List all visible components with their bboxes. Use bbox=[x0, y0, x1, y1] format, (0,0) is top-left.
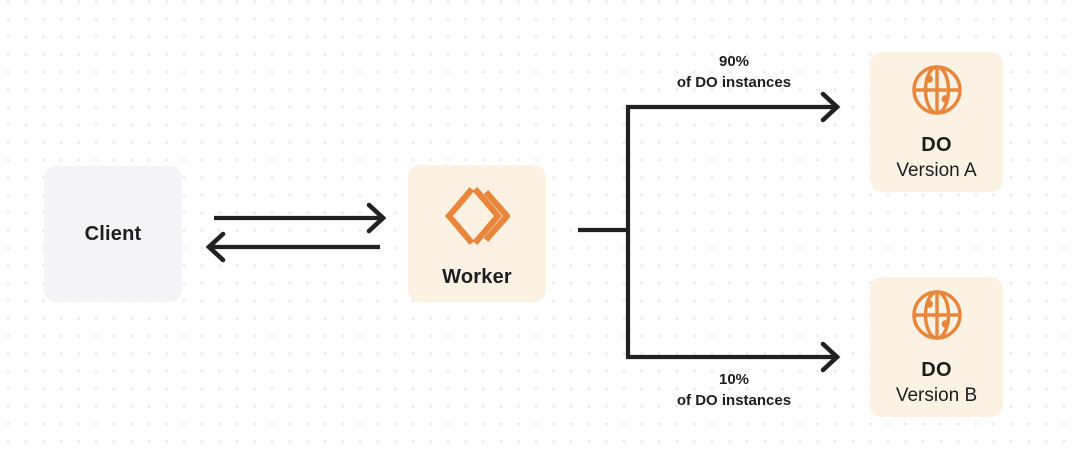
globe-icon bbox=[908, 61, 966, 119]
edge-label-do-b-description: of DO instances bbox=[676, 391, 792, 409]
right-arrow-icon bbox=[820, 91, 841, 123]
edge-client-to-worker bbox=[214, 202, 387, 234]
node-do-version-b[interactable]: DO Version B bbox=[870, 277, 1003, 417]
node-do-version-a[interactable]: DO Version A bbox=[870, 52, 1003, 192]
cloudflare-workers-logo-icon bbox=[444, 183, 512, 249]
edge-label-do-a-percent: 90% bbox=[718, 53, 750, 70]
edge-worker-to-do-a bbox=[626, 91, 841, 123]
node-client-label: Client bbox=[84, 222, 142, 245]
right-arrow-icon bbox=[820, 341, 841, 373]
node-do-b-label: DO bbox=[921, 358, 952, 381]
edge-label-do-a: 90% of DO instances bbox=[628, 52, 840, 93]
edge-worker-to-client bbox=[205, 231, 380, 263]
node-worker-label: Worker bbox=[442, 266, 512, 288]
node-client[interactable]: Client bbox=[44, 166, 182, 302]
edge-worker-to-do-b bbox=[626, 341, 841, 373]
globe-icon bbox=[908, 286, 966, 344]
edge-label-do-a-description: of DO instances bbox=[676, 73, 792, 91]
right-arrow-icon bbox=[366, 202, 387, 234]
left-arrow-icon bbox=[205, 231, 226, 263]
edge-label-do-b: 10% of DO instances bbox=[628, 370, 840, 411]
edge-worker-branch-trunk bbox=[578, 107, 631, 357]
node-do-b-sublabel: Version B bbox=[895, 384, 978, 406]
node-do-a-sublabel: Version A bbox=[896, 159, 977, 181]
node-worker[interactable]: Worker bbox=[408, 165, 546, 302]
node-do-a-label: DO bbox=[921, 133, 952, 156]
edge-label-do-b-percent: 10% bbox=[718, 371, 750, 388]
